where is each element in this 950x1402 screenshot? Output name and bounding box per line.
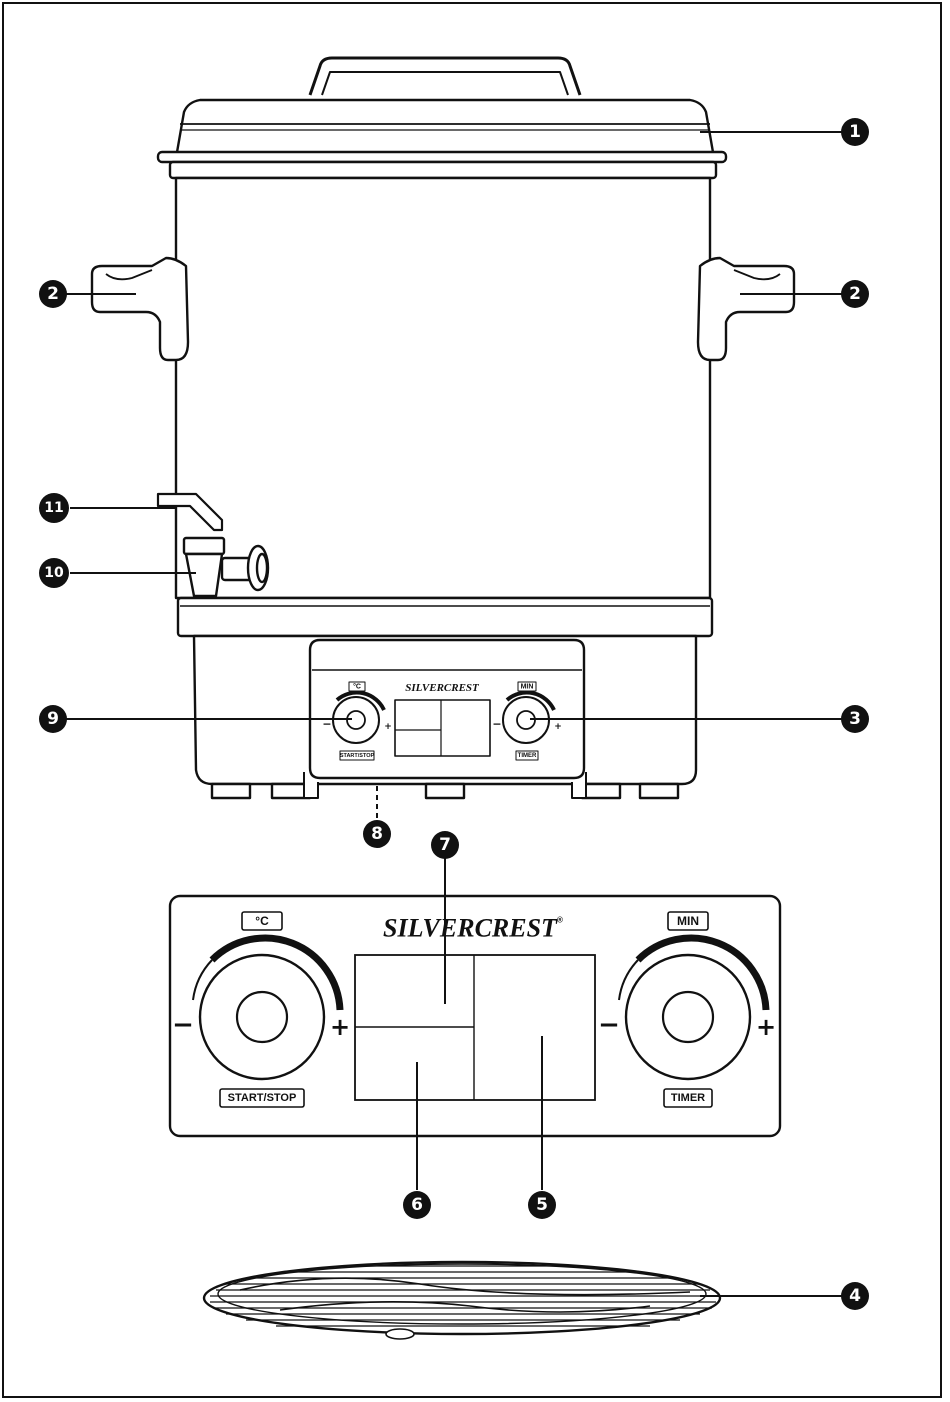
tap-spout (184, 552, 224, 598)
pot-body (174, 176, 712, 600)
svg-text:+: + (554, 722, 562, 732)
start-stop-label: START/STOP (228, 1092, 297, 1104)
svg-text:5: 5 (536, 1195, 548, 1215)
callouts: 1 2 2 11 10 9 3 8 (39, 118, 869, 1310)
svg-text:10: 10 (44, 565, 64, 581)
control-panel-detail (168, 894, 782, 1138)
brand-logo: SILVERCREST (383, 914, 558, 943)
lid (174, 98, 716, 160)
callout-1: 1 (841, 118, 869, 146)
temp-unit-label: °C (255, 914, 269, 928)
svg-text:11: 11 (44, 500, 63, 516)
svg-text:9: 9 (47, 709, 59, 729)
callout-2-right: 2 (841, 280, 869, 308)
temp-plus: + (330, 1013, 350, 1041)
callout-4: 4 (841, 1282, 869, 1310)
callout-9: 9 (39, 705, 67, 733)
callout-8: 8 (363, 820, 391, 848)
timer-minus: − (598, 1010, 620, 1040)
callout-11: 11 (39, 493, 69, 523)
svg-text:−: − (492, 718, 501, 731)
svg-text:3: 3 (849, 709, 861, 729)
callout-3: 3 (841, 705, 869, 733)
preserving-pot (90, 56, 796, 800)
svg-text:+: + (384, 722, 392, 732)
start-stop-box (219, 1088, 305, 1108)
temp-arc (209, 934, 344, 1011)
min-box (667, 911, 709, 931)
foot (638, 782, 680, 800)
timer-plus: + (756, 1013, 776, 1041)
pot-band (176, 596, 714, 638)
svg-text:1: 1 (849, 122, 861, 142)
small-brand: SILVERCREST (405, 682, 480, 694)
timer-label: TIMER (671, 1092, 705, 1104)
callout-6: 6 (403, 1191, 431, 1219)
small-min-label: MIN (521, 684, 534, 691)
svg-text:6: 6 (411, 1195, 423, 1215)
min-label: MIN (677, 914, 699, 928)
svg-text:8: 8 (371, 824, 383, 844)
foot (580, 782, 622, 800)
tap-collar (182, 536, 226, 556)
foot (424, 782, 466, 800)
small-temp-label: °C (353, 683, 361, 691)
timer-box (663, 1088, 713, 1108)
callout-2-left: 2 (39, 280, 67, 308)
small-start-stop-label: START/STOP (340, 753, 375, 759)
timer-arc (635, 934, 770, 1011)
callout-10: 10 (39, 558, 69, 588)
svg-text:4: 4 (849, 1286, 861, 1306)
svg-text:2: 2 (849, 284, 861, 304)
brand-registered: ® (557, 916, 563, 925)
handle-left (90, 256, 190, 362)
svg-text:7: 7 (439, 835, 451, 855)
temp-minus: − (172, 1010, 194, 1040)
svg-text:2: 2 (47, 284, 59, 304)
wire-rack (202, 1260, 722, 1340)
small-timer-label: TIMER (518, 753, 537, 759)
lid-rim (156, 150, 728, 164)
callout-5: 5 (528, 1191, 556, 1219)
leader-lines (66, 131, 842, 1297)
foot (210, 782, 252, 800)
callout-7: 7 (431, 831, 459, 859)
small-display (394, 699, 491, 757)
svg-text:−: − (322, 718, 331, 731)
temp-unit-box (241, 911, 283, 931)
handle-right (696, 256, 796, 362)
tap-lever (156, 492, 224, 532)
